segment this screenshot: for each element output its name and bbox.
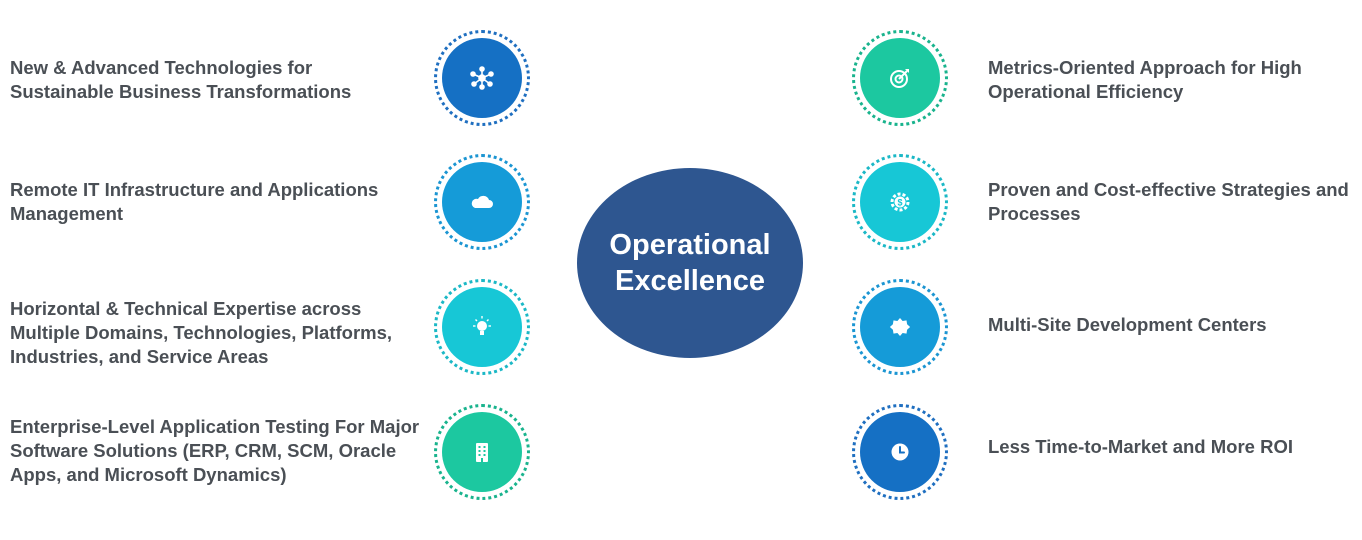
right-item-2-label: Proven and Cost-effective Strategies and… [988,179,1349,224]
left-item-1-label: New & Advanced Technologies for Sustaina… [10,57,352,102]
lightbulb-badge [434,279,530,375]
right-item-1-label: Metrics-Oriented Approach for High Opera… [988,57,1302,102]
left-item-2-label: Remote IT Infrastructure and Application… [10,179,379,224]
target-disc [860,38,940,118]
cloud-badge [434,154,530,250]
left-item-3-label: Horizontal & Technical Expertise across … [10,298,393,367]
network-nodes-disc [442,38,522,118]
building-icon [476,443,488,462]
svg-text:$: $ [897,198,902,208]
target-badge [852,30,948,126]
building-badge [434,404,530,500]
gear-dollar-disc: $ [860,162,940,242]
center-hub: Operational Excellence [577,168,803,358]
right-item-3-label: Multi-Site Development Centers [988,314,1267,335]
lightbulb-icon [473,316,491,335]
left-item-4-label: Enterprise-Level Application Testing For… [10,416,420,485]
badge-star-icon [889,318,911,336]
right-item-4-label: Less Time-to-Market and More ROI [988,436,1293,457]
badge-star-disc [860,287,940,367]
building-disc [442,412,522,492]
cloud-disc [442,162,522,242]
network-nodes-icon [470,66,494,90]
target-icon [890,69,909,88]
lightbulb-disc [442,287,522,367]
clock-badge [852,404,948,500]
badge-star-badge [852,279,948,375]
gear-dollar-badge: $ [852,154,948,250]
clock-disc [860,412,940,492]
gear-dollar-icon: $ [890,192,910,212]
network-nodes-badge [434,30,530,126]
center-title: Operational Excellence [609,229,771,297]
clock-icon [891,443,909,461]
cloud-icon [471,195,493,208]
